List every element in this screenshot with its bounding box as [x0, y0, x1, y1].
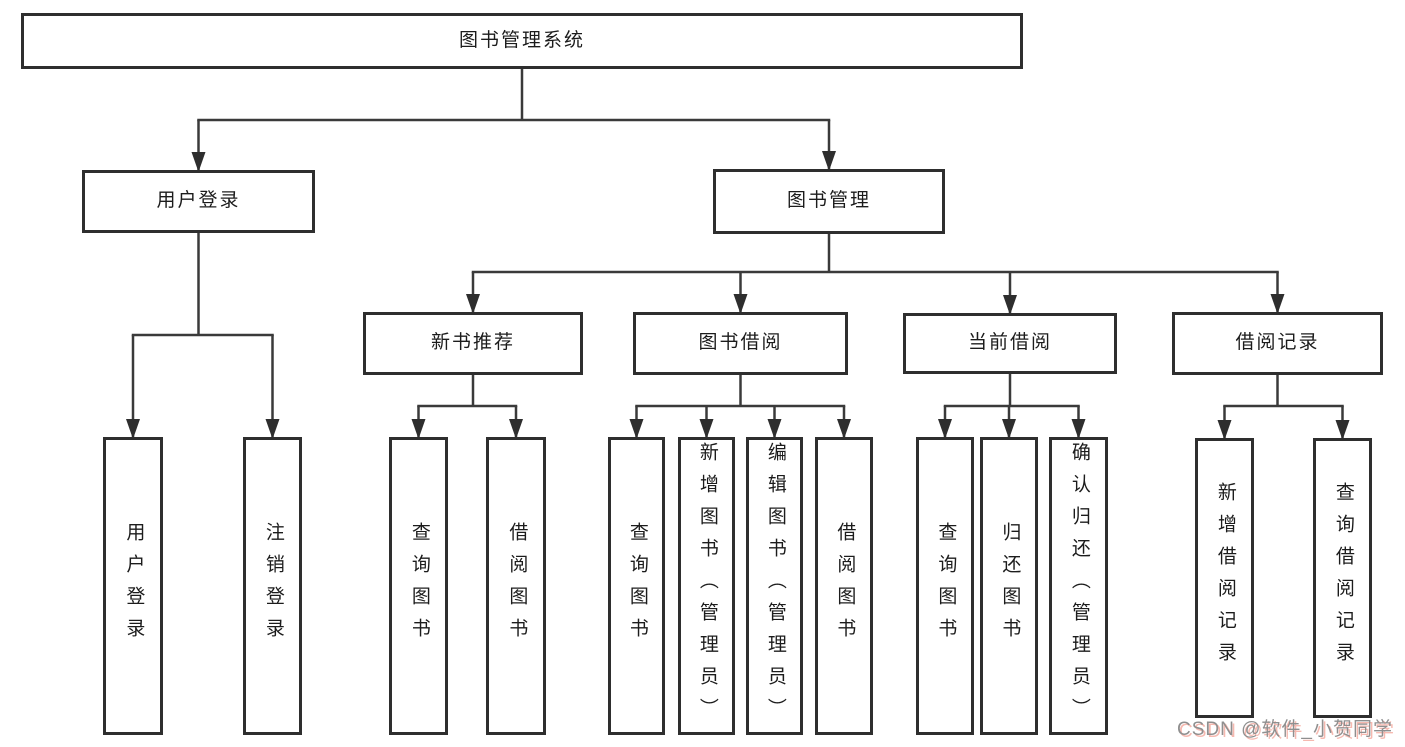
node-label: 编辑图书（管理员） — [764, 442, 786, 730]
node-leaf-query-book-1: 查询图书 — [389, 437, 448, 735]
watermark: CSDN @软件_小贺同学 — [1177, 719, 1393, 740]
node-leaf-confirm-return: 确认归还（管理员） — [1049, 437, 1108, 735]
node-label: 借阅图书 — [506, 522, 528, 650]
node-leaf-query-book-3: 查询图书 — [916, 437, 974, 735]
node-label: 查询图书 — [408, 522, 430, 650]
node-leaf-return-book: 归还图书 — [980, 437, 1038, 735]
node-label: 图书管理 — [786, 190, 871, 212]
node-label: 查询借阅记录 — [1332, 482, 1354, 674]
node-user-login: 用户登录 — [82, 170, 315, 233]
node-label: 图书管理系统 — [458, 29, 585, 51]
node-leaf-query-record: 查询借阅记录 — [1313, 438, 1372, 718]
node-book-borrow: 图书借阅 — [633, 312, 848, 375]
node-label: 查询图书 — [935, 522, 957, 650]
node-label: 借阅记录 — [1235, 332, 1320, 354]
node-label: 用户登录 — [123, 522, 145, 650]
node-label: 注销登录 — [262, 522, 284, 650]
node-leaf-borrow-book-2: 借阅图书 — [815, 437, 873, 735]
node-label: 确认归还（管理员） — [1068, 442, 1090, 730]
node-leaf-query-book-2: 查询图书 — [608, 437, 665, 735]
node-book-mgmt: 图书管理 — [713, 169, 945, 234]
node-leaf-add-record: 新增借阅记录 — [1195, 438, 1254, 718]
node-label: 当前借阅 — [967, 332, 1052, 354]
node-label: 归还图书 — [999, 522, 1021, 650]
node-root: 图书管理系统 — [21, 13, 1023, 69]
node-leaf-borrow-book-1: 借阅图书 — [486, 437, 546, 735]
node-leaf-user-login: 用户登录 — [103, 437, 163, 735]
node-leaf-edit-book: 编辑图书（管理员） — [746, 437, 803, 735]
node-new-book-recommend: 新书推荐 — [363, 312, 583, 375]
node-current-borrow: 当前借阅 — [903, 313, 1117, 374]
node-label: 图书借阅 — [698, 332, 783, 354]
node-leaf-logout: 注销登录 — [243, 437, 302, 735]
node-label: 借阅图书 — [834, 522, 856, 650]
node-borrow-record: 借阅记录 — [1172, 312, 1383, 375]
node-label: 新增图书（管理员） — [696, 442, 718, 730]
node-label: 新增借阅记录 — [1214, 482, 1236, 674]
node-label: 用户登录 — [156, 190, 241, 212]
node-leaf-add-book: 新增图书（管理员） — [678, 437, 735, 735]
node-label: 查询图书 — [626, 522, 648, 650]
node-label: 新书推荐 — [430, 332, 515, 354]
